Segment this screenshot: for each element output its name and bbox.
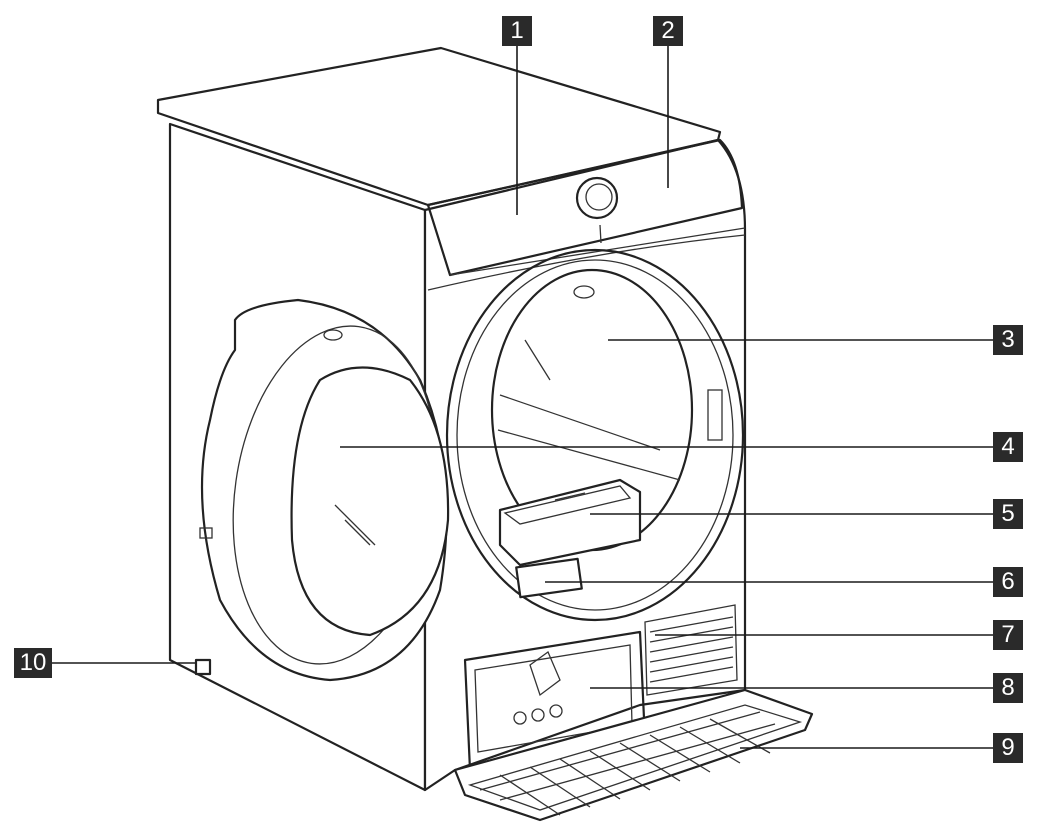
callout-8: 8	[993, 673, 1023, 703]
control-panel	[426, 138, 744, 277]
callout-9: 9	[993, 733, 1023, 763]
callout-5: 5	[993, 499, 1023, 529]
callout-7: 7	[993, 620, 1023, 650]
callout-1: 1	[502, 16, 532, 46]
door-opening-outer	[445, 248, 745, 622]
filter	[498, 478, 642, 567]
dryer-front-panel	[423, 138, 747, 792]
door-glass	[290, 366, 450, 637]
callout-4: 4	[993, 432, 1023, 462]
callout-2: 2	[653, 16, 683, 46]
callout-3: 3	[993, 325, 1023, 355]
callout-6: 6	[993, 567, 1023, 597]
rating-plate	[515, 557, 583, 599]
adjustable-foot	[194, 658, 212, 676]
callout-10: 10	[14, 648, 52, 678]
